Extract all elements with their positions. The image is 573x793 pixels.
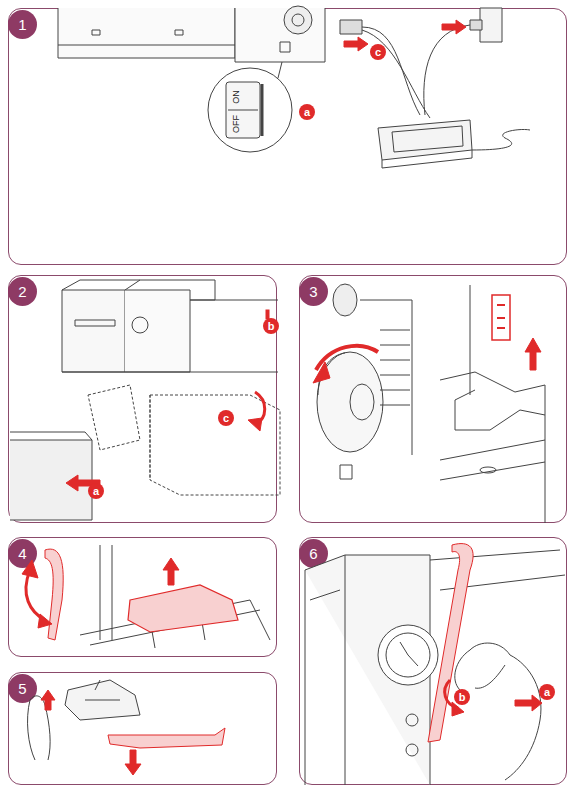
step-panel: 6: [299, 537, 567, 785]
step-number: 3: [299, 277, 328, 306]
step-number: 2: [8, 277, 37, 306]
step-number: 5: [8, 674, 37, 703]
step-number: 6: [299, 539, 328, 568]
switch-label: OFF: [231, 115, 241, 133]
callout-letter: a: [299, 104, 315, 120]
callout-letter: c: [370, 44, 386, 60]
callout-letter: b: [263, 318, 279, 334]
step-panel: 4: [8, 537, 277, 657]
step-panel: 3: [299, 275, 567, 523]
step-panel: 2: [8, 275, 277, 523]
step-panel: 5: [8, 672, 277, 785]
callout-letter: a: [539, 684, 555, 700]
switch-label: ON: [231, 90, 241, 104]
callout-letter: b: [454, 689, 470, 705]
step-number: 1: [8, 10, 37, 39]
callout-letter: a: [88, 483, 104, 499]
callout-letter: c: [218, 410, 234, 426]
step-number: 4: [8, 539, 37, 568]
step-panel: 1: [8, 8, 567, 265]
